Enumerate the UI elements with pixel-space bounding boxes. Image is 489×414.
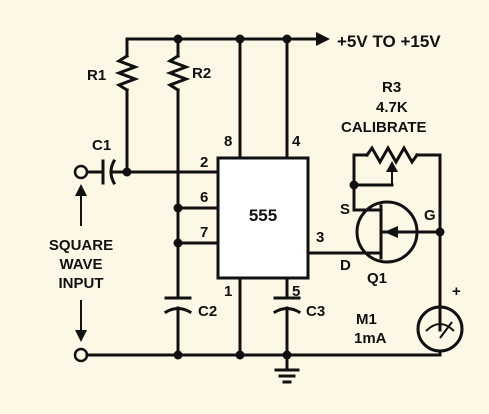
- m1-label: M1: [356, 311, 377, 328]
- input-terminal-bottom: [73, 347, 89, 363]
- c3-label: C3: [306, 303, 325, 320]
- r3-note: CALIBRATE: [341, 119, 427, 136]
- transistor-q1: [352, 183, 442, 264]
- resistor-r1: [114, 37, 140, 174]
- supply-label: +5V TO +15V: [337, 32, 441, 51]
- pin-1-label: 1: [224, 283, 232, 300]
- capacitor-c2: [163, 296, 193, 357]
- r3-label: R3: [382, 79, 401, 96]
- c1-label: C1: [92, 137, 111, 154]
- pin-7-label: 7: [200, 224, 208, 241]
- q1-drain-label: D: [340, 257, 351, 274]
- pin-5-label: 5: [292, 283, 300, 300]
- input-label-line2: WAVE: [59, 256, 102, 273]
- pin-8-label: 8: [224, 133, 232, 150]
- potentiometer-r3: [352, 144, 442, 332]
- pin-3-label: 3: [316, 229, 324, 246]
- ic-555-label: 555: [249, 206, 277, 225]
- pin-6-label: 6: [200, 189, 208, 206]
- pin-2-label: 2: [200, 154, 208, 171]
- r1-label: R1: [87, 67, 106, 84]
- input-label-line3: INPUT: [59, 275, 104, 292]
- input-terminal-top: [73, 164, 89, 180]
- meter-m1: [416, 305, 464, 357]
- q1-source-label: S: [340, 201, 350, 218]
- m1-value: 1mA: [354, 330, 387, 347]
- input-arrows: [75, 184, 87, 342]
- c2-label: C2: [198, 303, 217, 320]
- r2-label: R2: [192, 65, 211, 82]
- pin-4-label: 4: [292, 133, 301, 150]
- ic-555-body: [216, 156, 310, 280]
- m1-plus-label: +: [452, 283, 461, 300]
- q1-gate-label: G: [424, 207, 436, 224]
- q1-label: Q1: [367, 270, 387, 287]
- input-label-line1: SQUARE: [49, 237, 113, 254]
- capacitor-c3: [272, 276, 302, 357]
- r3-value: 4.7K: [376, 99, 408, 116]
- junction-dots: [122, 34, 445, 360]
